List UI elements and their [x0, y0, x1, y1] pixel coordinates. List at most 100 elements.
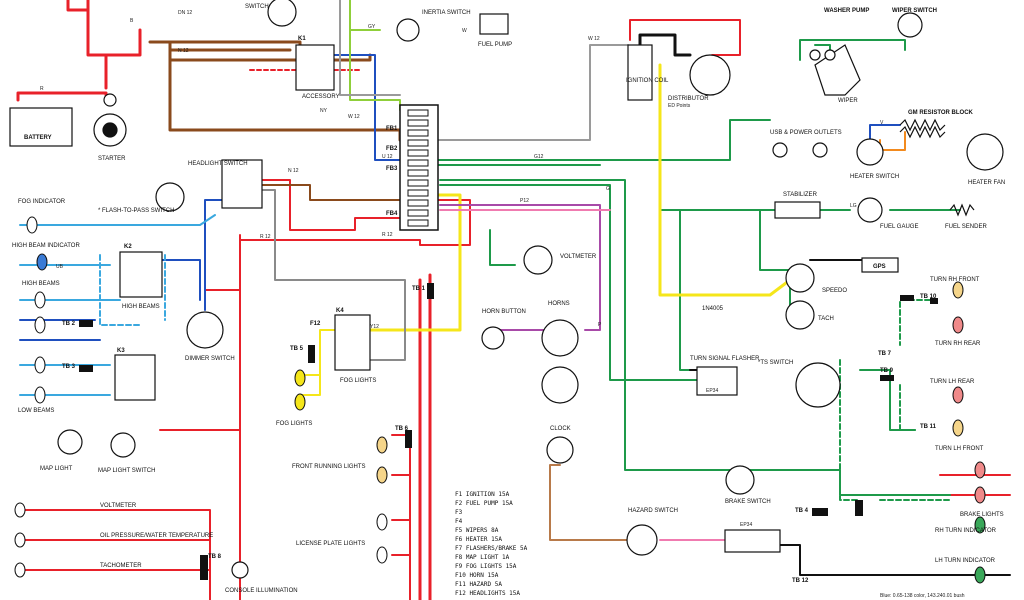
wire-pink-hazard	[439, 209, 726, 541]
tb4-label: TB 4	[795, 508, 809, 514]
brake-light-bulb-1	[974, 461, 986, 479]
wiper-switch-label: WIPER SWITCH	[892, 8, 937, 14]
fb1-label: FB1	[386, 126, 398, 132]
turn-flasher-box	[696, 366, 738, 396]
clock-label: CLOCK	[550, 426, 571, 432]
turn-rh-rear-label: TURN RH REAR	[935, 341, 981, 347]
fuse-block: FB1 FB2 FB3 FB4	[386, 104, 439, 231]
oil-temp-label: OIL PRESSURE/WATER TEMPERATURE	[100, 533, 213, 539]
low-beam-bulb-1	[34, 356, 46, 374]
wire-code-r12-b: R 12	[382, 232, 393, 238]
ts-switch-label: *TS SWITCH	[758, 360, 793, 366]
wire-red-tb1	[418, 273, 432, 600]
wire-lightblue-dashed	[99, 254, 166, 326]
voltmeter-label: VOLTMETER	[560, 254, 597, 260]
wire-blue-accessory	[311, 54, 401, 161]
heater-switch-label: HEATER SWITCH	[850, 174, 899, 180]
tb8-block	[200, 555, 208, 580]
k4-label: K4	[336, 308, 344, 314]
turn-rh-front-bulb	[952, 281, 964, 299]
wire-brown-headlight	[261, 184, 401, 201]
fuel-gauge-label: FUEL GAUGE	[880, 224, 918, 230]
k3-label: K3	[117, 348, 125, 354]
switch-label: SWITCH	[245, 4, 269, 10]
tb10-label: TB 10	[920, 294, 937, 300]
dash-bulb-3	[14, 562, 26, 578]
turn-rh-front-label: TURN RH FRONT	[930, 277, 980, 283]
wire-blue-resistor	[869, 124, 901, 141]
resistor-block-label: GM RESISTOR BLOCK	[908, 110, 974, 116]
gps-box	[861, 257, 899, 273]
fog-lights-relay-label: FOG LIGHTS	[340, 378, 376, 384]
starter-label: STARTER	[98, 156, 126, 162]
wire-green-gauges	[489, 209, 961, 266]
tb6-block	[405, 430, 412, 448]
voltmeter-icon	[523, 245, 553, 275]
footer-note: Blue: 0.65-138 color, 143.240.01 bush	[880, 593, 965, 599]
rh-turn-indicator-bulb	[974, 516, 986, 534]
wire-code-p: P	[598, 322, 602, 328]
high-beams-label: HIGH BEAMS	[22, 281, 60, 287]
dash-bulb-1	[14, 502, 26, 518]
ep34-label: EP34	[740, 522, 752, 528]
fuse-f9: F9 FOG LIGHTS 15A	[455, 563, 517, 570]
tach-label: TACH	[818, 316, 834, 322]
wire-gray-top	[339, 0, 629, 141]
brake-switch-icon	[725, 465, 755, 495]
brake-light-bulb-2	[974, 486, 986, 504]
wire-brown-main	[148, 40, 402, 142]
turn-lh-rear-bulb	[952, 386, 964, 404]
wire-lightblue-fog	[19, 214, 216, 396]
washer-pump-label: WASHER PUMP	[824, 8, 869, 14]
fog-lights-label: FOG LIGHTS	[276, 421, 312, 427]
fuse-f7: F7 FLASHERS/BRAKE 5A	[455, 545, 528, 552]
wiper-switch-icon	[897, 12, 923, 38]
tb11-label: TB 11	[920, 424, 937, 430]
wire-red-battery	[16, 91, 108, 102]
wire-code-n12: N 12	[178, 48, 189, 54]
fuse-f12: F12 HEADLIGHTS 15A	[455, 590, 520, 597]
wire-green-g12	[437, 119, 771, 166]
console-illum-label: CONSOLE ILLUMINATION	[225, 588, 298, 594]
heater-fan-icon	[966, 133, 1004, 171]
tb12-label: TB 12	[792, 578, 809, 584]
gps-label: GPS	[873, 264, 886, 270]
hazard-switch-icon	[626, 524, 658, 556]
dimmer-switch-icon	[186, 311, 224, 349]
fb3-label: FB3	[386, 166, 398, 172]
high-beam-bulb-2	[34, 316, 46, 334]
stabilizer-label: STABILIZER	[783, 192, 818, 198]
wire-code-y12: Y12	[370, 324, 379, 330]
brake-switch-label: BRAKE SWITCH	[725, 499, 771, 505]
fog-light-bulb-2	[294, 393, 306, 411]
wire-orange-heater	[879, 131, 906, 151]
map-light-switch-label: MAP LIGHT SWITCH	[98, 468, 155, 474]
fuel-pump-icon	[479, 13, 509, 35]
fuel-gauge-icon	[857, 197, 883, 223]
tb3-block	[79, 365, 93, 372]
wire-blue-dimmer	[19, 199, 231, 341]
wire-code-lg: LG	[850, 203, 857, 209]
wire-code-w12-b: W 12	[348, 114, 360, 120]
lh-turn-indicator-label: LH TURN INDICATOR	[935, 558, 996, 564]
wire-code-w12: W 12	[588, 36, 600, 42]
fuse-f1: F1 IGNITION 15A	[455, 491, 510, 498]
tb9-label: TB 9	[880, 368, 894, 374]
headlight-switch-box	[221, 159, 263, 209]
battery-label: BATTERY	[24, 135, 52, 141]
tb1-block	[427, 283, 434, 299]
speedo-label: SPEEDO	[822, 288, 847, 294]
front-running-bulb-2	[376, 466, 388, 484]
wire-tan-hazard	[549, 464, 631, 541]
wire-green-tb	[659, 209, 916, 431]
tb8-label: TB 8	[208, 554, 222, 560]
k2-label: K2	[124, 244, 132, 250]
distributor-note: ED Points	[668, 103, 691, 109]
wire-code-p12: P12	[520, 198, 529, 204]
tb5-block	[308, 345, 315, 363]
wire-code-gy: GY	[368, 24, 376, 30]
fuse-f4: F4	[455, 518, 463, 525]
accessory-label: ACCESSORY	[302, 94, 340, 100]
f12-label: F12	[310, 321, 321, 327]
high-beam-indicator-bulb	[36, 253, 48, 271]
